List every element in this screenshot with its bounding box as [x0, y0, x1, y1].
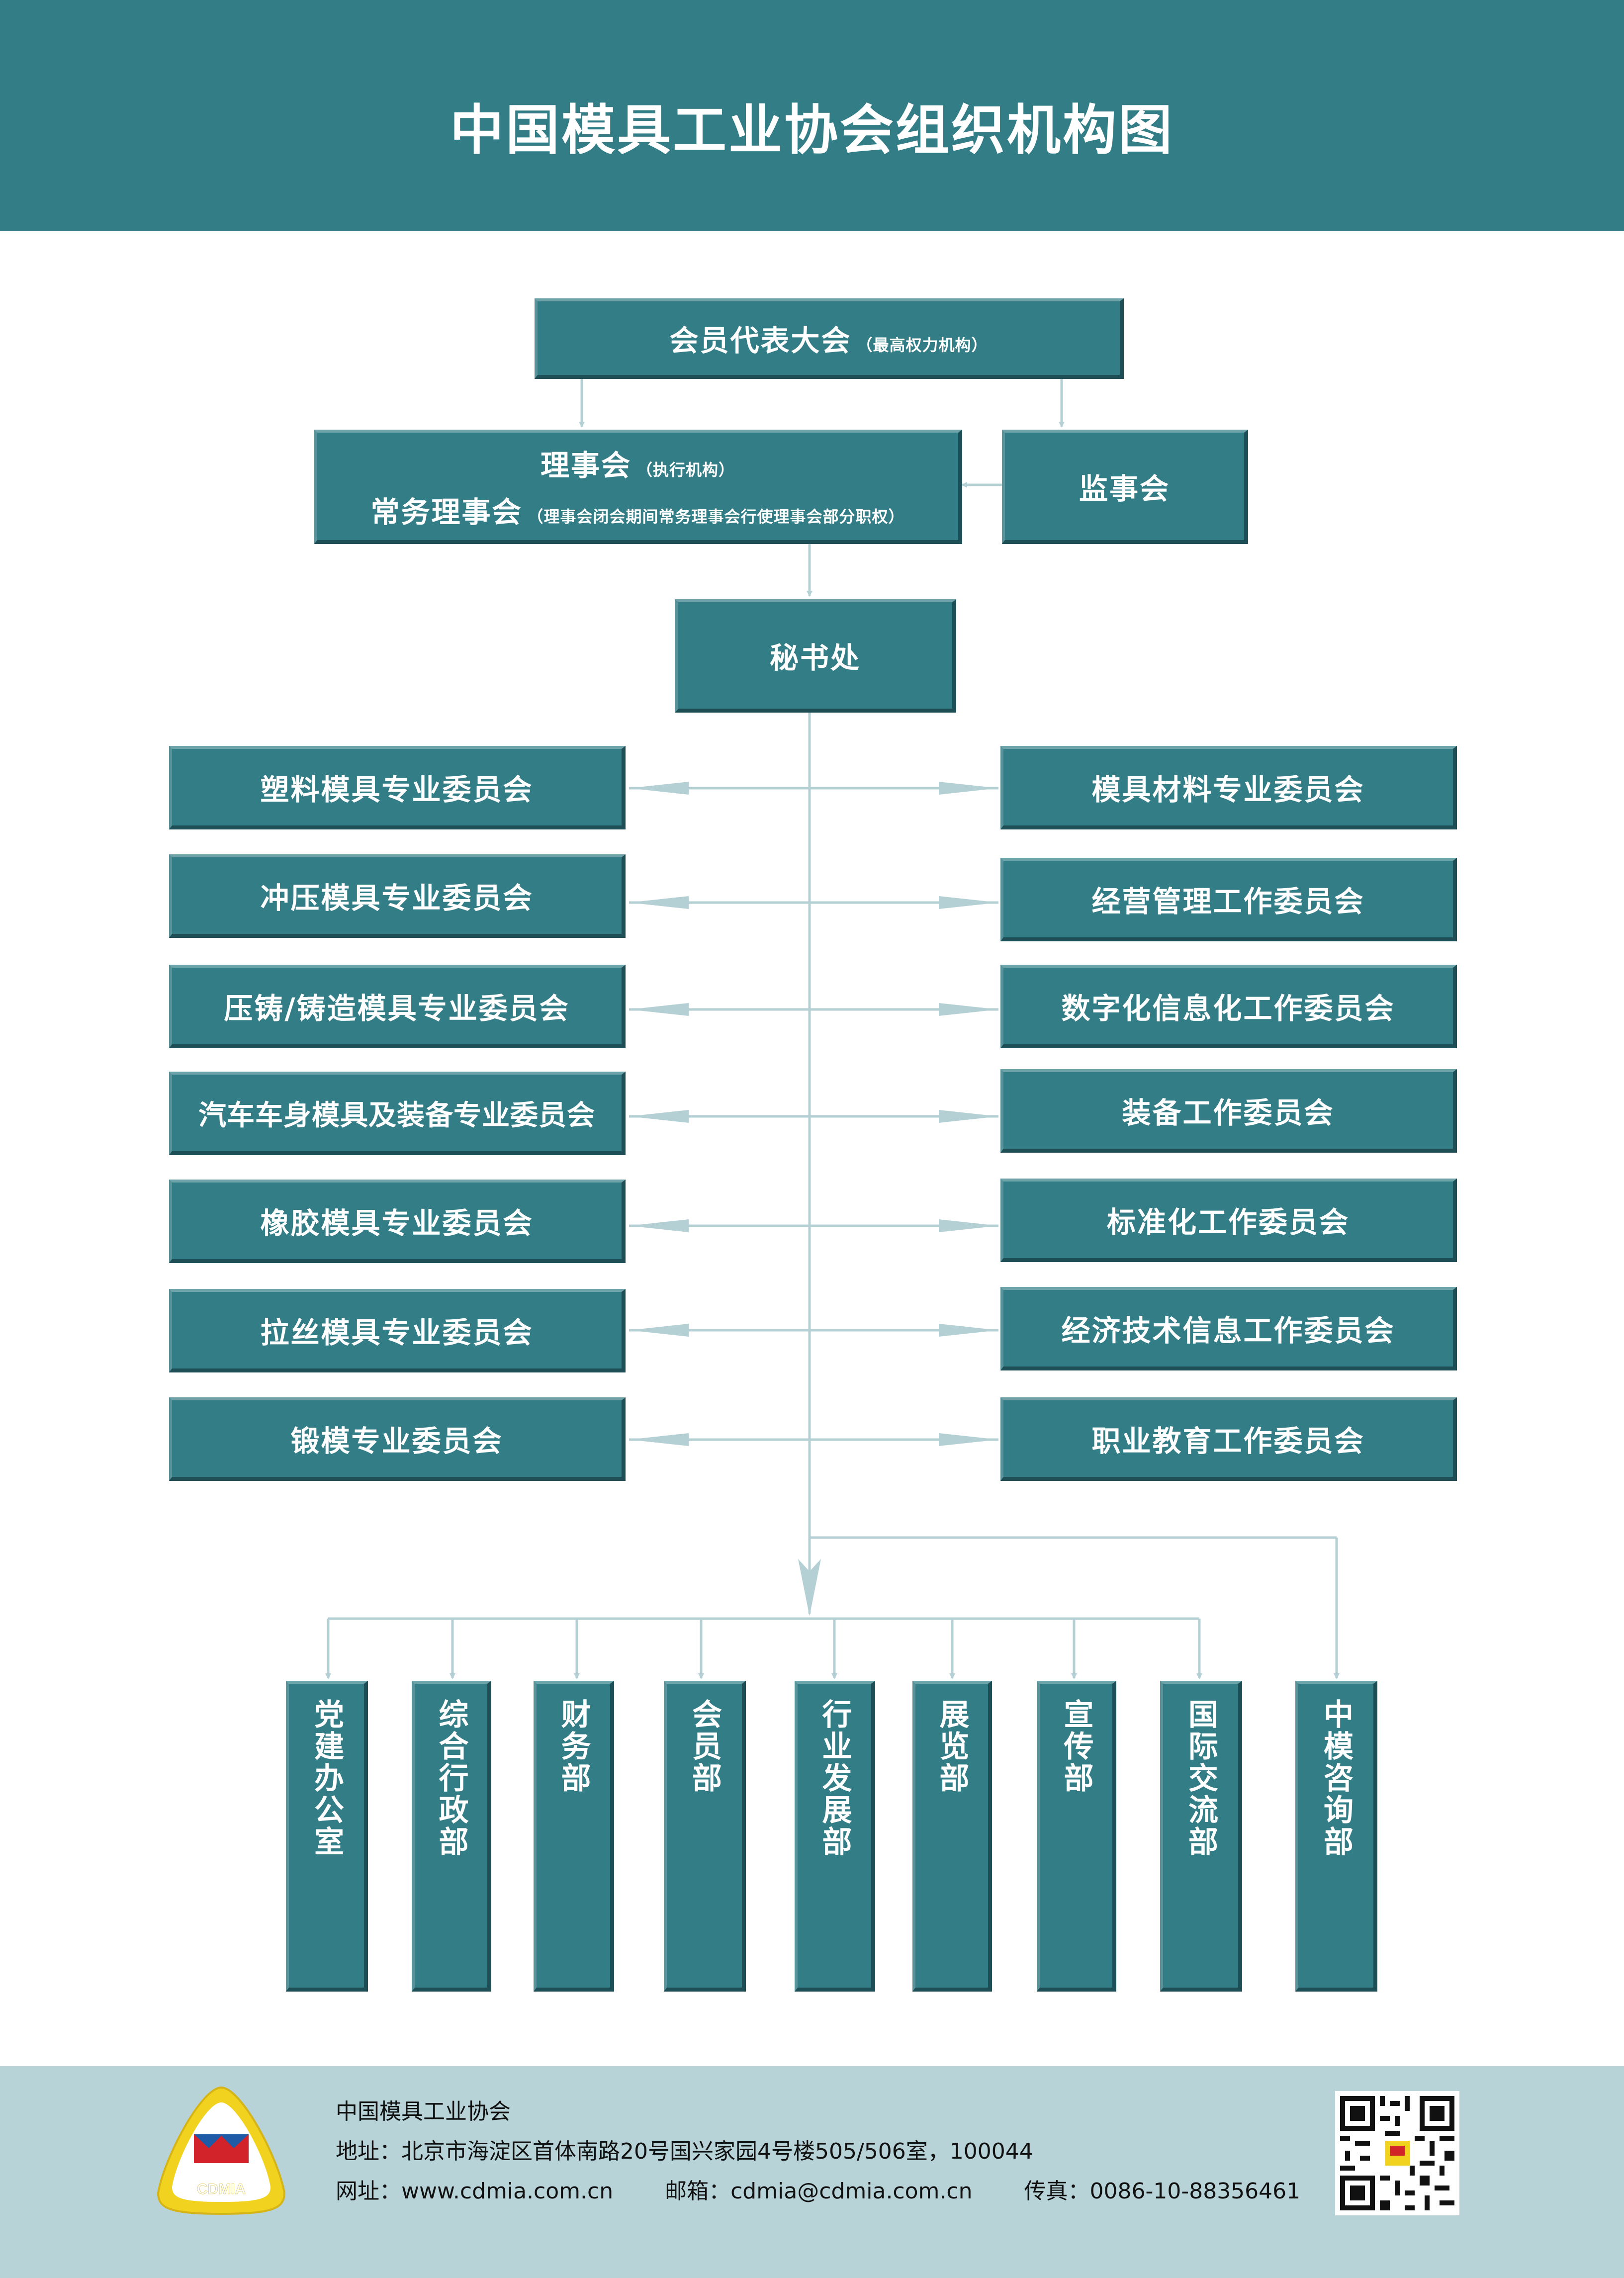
department-4: 会员部: [664, 1681, 746, 1992]
committee-right-5: 标准化工作委员会: [1000, 1179, 1457, 1262]
committee-left-1: 塑料模具专业委员会: [169, 746, 626, 829]
svg-text:CDMIA: CDMIA: [197, 2181, 246, 2197]
footer-email: 邮箱：cdmia@cdmia.com.cn: [665, 2179, 973, 2204]
footer-org-name: 中国模具工业协会: [336, 2099, 511, 2124]
council-box: 理事会 （执行机构） 常务理事会 （理事会闭会期间常务理事会行使理事会部分职权）: [314, 430, 962, 544]
footer-fax: 传真：0086-10-88356461: [1024, 2179, 1301, 2204]
standing-council-note: （理事会闭会期间常务理事会行使理事会部分职权）: [527, 507, 905, 526]
committee-left-5: 橡胶模具专业委员会: [169, 1180, 626, 1263]
council-note: （执行机构）: [636, 460, 735, 479]
committee-right-1: 模具材料专业委员会: [1000, 746, 1457, 829]
footer-website: 网址：www.cdmia.com.cn: [336, 2179, 614, 2204]
assembly-label: 会员代表大会: [669, 324, 852, 358]
committee-left-2: 冲压模具专业委员会: [169, 854, 626, 938]
assembly-note: （最高权力机构）: [856, 336, 988, 355]
footer-contact-row: 网址：www.cdmia.com.cn 邮箱：cdmia@cdmia.com.c…: [336, 2173, 1300, 2205]
department-9: 中模咨询部: [1295, 1681, 1377, 1992]
committee-left-3: 压铸/铸造模具专业委员会: [169, 965, 626, 1048]
committee-right-2: 经营管理工作委员会: [1000, 858, 1457, 941]
committee-left-4: 汽车车身模具及装备专业委员会: [169, 1072, 626, 1155]
department-1: 党建办公室: [286, 1681, 368, 1992]
secretariat-label: 秘书处: [769, 641, 861, 675]
department-8: 国际交流部: [1160, 1681, 1242, 1992]
standing-council-label: 常务理事会: [370, 495, 523, 529]
committee-left-7: 锻模专业委员会: [169, 1397, 626, 1481]
footer-address: 地址：北京市海淀区首体南路20号国兴家园4号楼505/506室，100044: [336, 2139, 1033, 2164]
department-5: 行业发展部: [795, 1681, 875, 1992]
header-banner: 中国模具工业协会组织机构图: [0, 0, 1624, 231]
supervisors-box: 监事会: [1002, 430, 1248, 544]
committee-right-3: 数字化信息化工作委员会: [1000, 965, 1457, 1048]
committee-right-6: 经济技术信息工作委员会: [1000, 1287, 1457, 1370]
committee-left-6: 拉丝模具专业委员会: [169, 1289, 626, 1372]
committee-right-4: 装备工作委员会: [1000, 1069, 1457, 1153]
committee-right-7: 职业教育工作委员会: [1000, 1397, 1457, 1481]
department-3: 财务部: [534, 1681, 614, 1992]
assembly-box: 会员代表大会 （最高权力机构）: [535, 298, 1124, 379]
department-6: 展览部: [912, 1681, 992, 1992]
secretariat-box: 秘书处: [675, 599, 956, 713]
department-2: 综合行政部: [412, 1681, 491, 1992]
department-7: 宣传部: [1037, 1681, 1116, 1992]
cdmia-logo: CDMIA: [157, 2086, 286, 2215]
page-title: 中国模具工业协会组织机构图: [450, 99, 1174, 162]
council-label: 理事会: [540, 449, 632, 482]
qr-code-icon: [1335, 2091, 1459, 2215]
supervisors-label: 监事会: [1079, 472, 1170, 506]
